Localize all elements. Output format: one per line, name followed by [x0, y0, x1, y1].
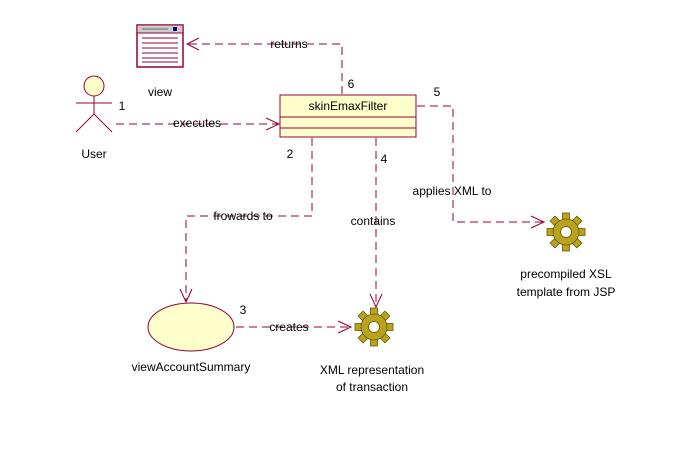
- xsl-gear-label-line1: precompiled XSL: [520, 267, 612, 281]
- returns-arrow[interactable]: [185, 37, 343, 94]
- actor-left-leg: [75, 113, 95, 133]
- contains-label: contains: [351, 214, 396, 228]
- xsl-gear-label-line2: template from JSP: [517, 285, 616, 299]
- creates-label: creates: [269, 320, 308, 334]
- applies-number: 5: [434, 85, 441, 99]
- actor-right-leg: [93, 113, 113, 133]
- executes-number: 1: [119, 99, 126, 113]
- returns-number: 6: [348, 77, 355, 91]
- user-actor[interactable]: [75, 75, 113, 133]
- xsl-gear-icon[interactable]: [546, 212, 586, 252]
- forwards-number: 2: [287, 147, 294, 161]
- forwards-label: frowards to: [213, 209, 273, 223]
- actor-label: User: [81, 147, 106, 161]
- filter-class-label: skinEmaxFilter: [309, 99, 388, 113]
- view-window-icon[interactable]: [136, 24, 184, 68]
- contains-number: 4: [381, 152, 388, 166]
- contains-arrow[interactable]: [369, 138, 383, 309]
- creates-number: 3: [240, 303, 247, 317]
- usecase-ellipse[interactable]: [147, 302, 235, 352]
- xml-gear-label-line1: XML representation: [320, 363, 424, 377]
- view-label: view: [148, 85, 172, 99]
- creates-arrow[interactable]: [236, 320, 353, 334]
- applies-label: applies XML to: [413, 184, 492, 198]
- xml-gear-icon[interactable]: [354, 307, 394, 347]
- actor-head: [83, 75, 105, 97]
- executes-arrow[interactable]: [116, 117, 281, 131]
- executes-label: executes: [173, 116, 221, 130]
- filter-class-box[interactable]: [279, 94, 417, 138]
- xml-gear-label-line2: of transaction: [336, 380, 408, 394]
- forwards-arrow[interactable]: [179, 138, 313, 304]
- usecase-label: viewAccountSummary: [132, 360, 251, 374]
- applies-arrow[interactable]: [417, 105, 546, 229]
- returns-label: returns: [270, 37, 307, 51]
